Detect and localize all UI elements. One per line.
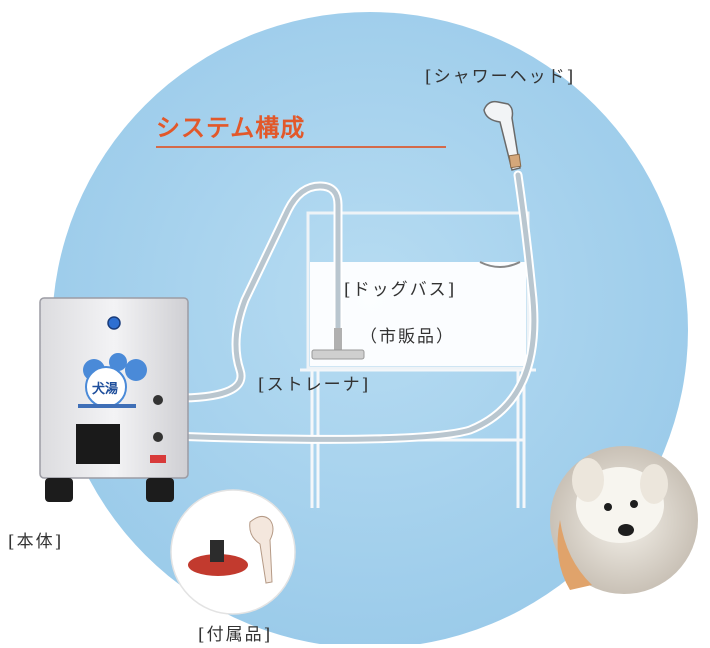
strainer bbox=[311, 328, 365, 360]
label-commercial: （市販品） bbox=[360, 327, 455, 347]
label-dog-bath: [ドッグバス] bbox=[344, 280, 457, 300]
strainer-accessory-icon bbox=[188, 554, 248, 576]
dog-bath-tub bbox=[306, 211, 530, 370]
accessory-circle bbox=[170, 489, 296, 615]
shower-accessory-icon bbox=[249, 516, 274, 584]
outlet-bottom-icon bbox=[153, 432, 163, 442]
shower-head-icon bbox=[483, 100, 522, 171]
dog-photo bbox=[550, 446, 698, 594]
logo-text: 犬湯 bbox=[92, 382, 119, 397]
valve-handle-icon bbox=[150, 455, 166, 463]
label-accessories: [付属品] bbox=[198, 625, 273, 645]
label-main-unit: [本体] bbox=[8, 532, 64, 552]
outlet-top-icon bbox=[153, 395, 163, 405]
page-title: システム構成 bbox=[156, 114, 306, 142]
label-strainer: [ストレーナ] bbox=[258, 375, 371, 395]
control-panel bbox=[76, 424, 120, 464]
title-underline bbox=[156, 146, 446, 148]
power-button-icon bbox=[107, 316, 121, 330]
label-shower-head: [シャワーヘッド] bbox=[425, 67, 576, 87]
main-unit bbox=[39, 297, 189, 502]
